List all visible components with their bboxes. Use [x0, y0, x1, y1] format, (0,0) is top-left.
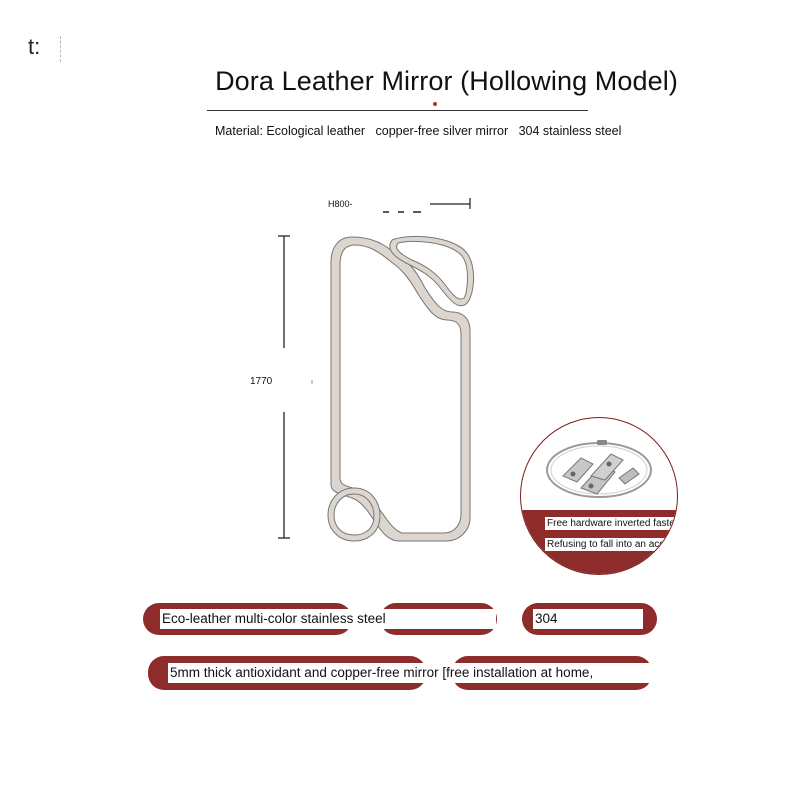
feature-label-1: Eco-leather multi-color stainless steel: [160, 609, 388, 628]
page-title: Dora Leather Mirror (Hollowing Model): [215, 66, 678, 96]
callout-line-2: Refusing to fall into an accident: [545, 538, 677, 551]
hanging-hardware-icon: [546, 440, 652, 498]
mirror-frame: [327, 235, 474, 542]
material-description: Material: Ecological leather copper-free…: [215, 124, 622, 138]
hardware-callout: Free hardware inverted fasteners Refusin…: [520, 417, 678, 575]
callout-line-1: Free hardware inverted fasteners: [545, 517, 677, 530]
feature-label-2: 304: [533, 609, 560, 628]
title-underline: [207, 110, 588, 111]
feature-label-3: 5mm thick antioxidant and copper-free mi…: [168, 663, 596, 682]
feature-label-2-bg: [533, 609, 643, 629]
title-accent-dot: [433, 102, 437, 106]
corner-divider: [60, 36, 63, 62]
width-dimension-line: [383, 198, 471, 213]
corner-mark: t:: [28, 34, 41, 59]
height-dimension-line: [278, 235, 313, 539]
width-dimension-label: H800-: [328, 199, 353, 209]
height-dimension-label: 1770: [250, 376, 273, 387]
